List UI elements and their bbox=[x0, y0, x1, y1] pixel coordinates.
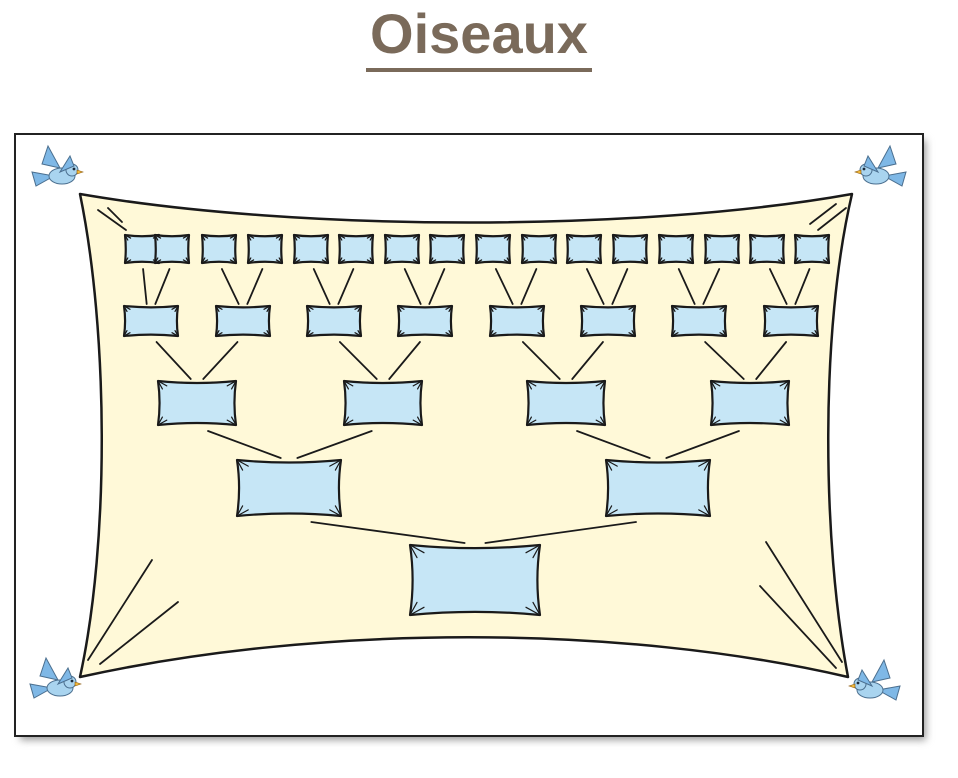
tree-box bbox=[705, 235, 739, 263]
tree-box bbox=[795, 235, 829, 263]
bird-eye bbox=[73, 168, 76, 171]
tree-box-shape bbox=[398, 306, 452, 336]
bird-wing bbox=[40, 658, 58, 680]
tree-box bbox=[476, 235, 510, 263]
bird-wing bbox=[42, 146, 60, 168]
tree-box bbox=[581, 306, 635, 336]
tree-box-shape bbox=[606, 460, 710, 516]
tree-box-shape bbox=[125, 235, 159, 263]
tree-box bbox=[385, 235, 419, 263]
tree-box bbox=[490, 306, 544, 336]
tree-box bbox=[124, 306, 178, 336]
tree-box-shape bbox=[339, 235, 373, 263]
tree-box bbox=[248, 235, 282, 263]
tree-box bbox=[344, 381, 422, 425]
tree-box bbox=[711, 381, 789, 425]
tree-box-shape bbox=[795, 235, 829, 263]
tree-box bbox=[398, 306, 452, 336]
bird-beak bbox=[77, 170, 83, 174]
tree-box-shape bbox=[476, 235, 510, 263]
tree-box-shape bbox=[490, 306, 544, 336]
tree-box-shape bbox=[216, 306, 270, 336]
tree-box-shape bbox=[124, 306, 178, 336]
bird-beak bbox=[849, 684, 855, 688]
tree-box bbox=[307, 306, 361, 336]
tree-box-shape bbox=[581, 306, 635, 336]
bird-eye bbox=[863, 168, 866, 171]
bird-wing bbox=[872, 660, 890, 682]
tree-box bbox=[659, 235, 693, 263]
bird-wing bbox=[878, 146, 896, 168]
bird-icon bbox=[32, 146, 83, 186]
tree-box bbox=[158, 381, 236, 425]
tree-box-shape bbox=[307, 306, 361, 336]
tree-box bbox=[125, 235, 159, 263]
bird-icon bbox=[855, 146, 906, 186]
tree-box bbox=[430, 235, 464, 263]
tree-box-shape bbox=[430, 235, 464, 263]
tree-box-shape bbox=[567, 235, 601, 263]
tree-box-shape bbox=[764, 306, 818, 336]
tree-box-shape bbox=[385, 235, 419, 263]
tree-box bbox=[155, 235, 189, 263]
tree-box bbox=[764, 306, 818, 336]
tree-box bbox=[410, 545, 540, 615]
tree-box-shape bbox=[659, 235, 693, 263]
tree-box-shape bbox=[344, 381, 422, 425]
tree-box-shape bbox=[672, 306, 726, 336]
tree-box bbox=[339, 235, 373, 263]
tree-box bbox=[750, 235, 784, 263]
tree-box-shape bbox=[705, 235, 739, 263]
tree-box-shape bbox=[202, 235, 236, 263]
bird-beak bbox=[75, 682, 81, 686]
tree-box bbox=[216, 306, 270, 336]
bird-eye bbox=[857, 682, 860, 685]
tree-box-shape bbox=[750, 235, 784, 263]
tree-box bbox=[613, 235, 647, 263]
tree-box-shape bbox=[294, 235, 328, 263]
tree-box bbox=[672, 306, 726, 336]
tree-box-shape bbox=[410, 545, 540, 615]
tree-box-shape bbox=[527, 381, 605, 425]
tree-box-shape bbox=[158, 381, 236, 425]
tree-box bbox=[202, 235, 236, 263]
bird-icon bbox=[849, 660, 900, 700]
bird-beak bbox=[855, 170, 861, 174]
tree-box-shape bbox=[248, 235, 282, 263]
tree-box-shape bbox=[155, 235, 189, 263]
tree-box bbox=[606, 460, 710, 516]
tree-box bbox=[567, 235, 601, 263]
tree-box-shape bbox=[237, 460, 341, 516]
bird-eye bbox=[71, 680, 74, 683]
tree-box bbox=[294, 235, 328, 263]
tree-box bbox=[527, 381, 605, 425]
tree-box-shape bbox=[711, 381, 789, 425]
tree-box bbox=[522, 235, 556, 263]
tree-box-shape bbox=[522, 235, 556, 263]
tree-box bbox=[237, 460, 341, 516]
tree-box-shape bbox=[613, 235, 647, 263]
bird-icon bbox=[30, 658, 81, 698]
